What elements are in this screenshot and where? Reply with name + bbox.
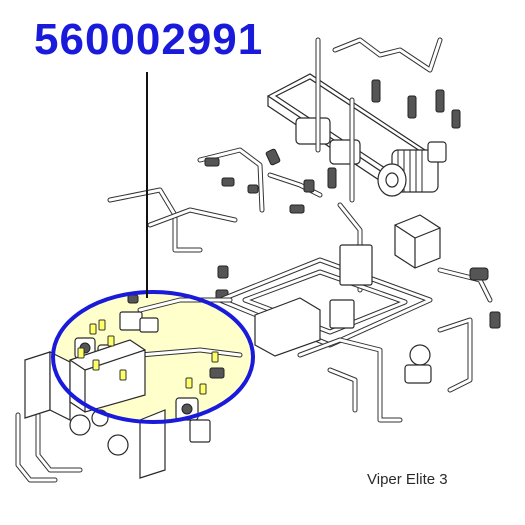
part-number-label: 560002991	[34, 15, 264, 64]
brass-fitting	[107, 335, 115, 347]
main-frame	[217, 244, 433, 357]
solenoid-valve-cluster	[69, 294, 243, 443]
upper-fittings	[204, 79, 501, 329]
motor	[377, 141, 447, 197]
brass-fitting	[92, 359, 100, 371]
lower-left-tubing	[15, 351, 166, 483]
highlight-ellipse	[51, 290, 255, 424]
solenoid-coil	[175, 397, 199, 421]
model-label: Viper Elite 3	[367, 471, 448, 488]
brass-fitting	[77, 347, 85, 359]
pump-box	[394, 214, 441, 269]
brass-fitting	[199, 383, 207, 395]
brass-fitting	[119, 369, 127, 381]
brass-fitting	[185, 377, 193, 389]
brass-fitting	[89, 323, 97, 335]
brass-fitting	[98, 319, 106, 331]
lower-right-tubing	[297, 317, 473, 423]
brass-fitting	[211, 351, 219, 363]
